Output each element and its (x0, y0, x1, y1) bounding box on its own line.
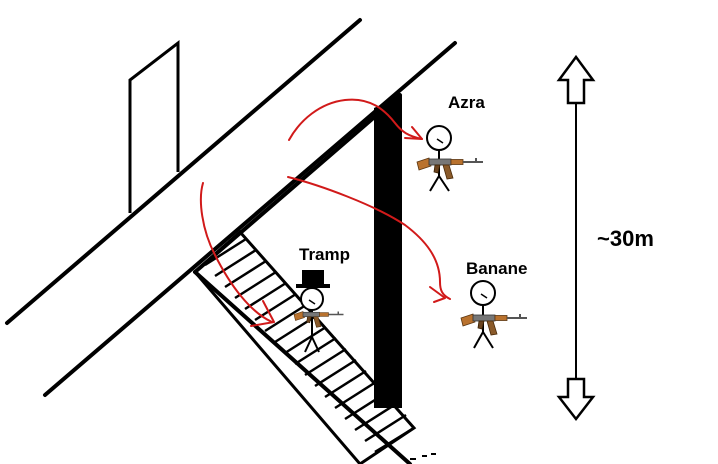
rifle-icon (416, 157, 484, 180)
door (128, 39, 180, 213)
arrow-to-azra (288, 98, 423, 141)
pillar-wall (374, 95, 402, 408)
label-azra: Azra (448, 93, 485, 112)
movement-arrows (200, 98, 451, 327)
outer-wall-upper (5, 18, 362, 325)
character-tramp (293, 270, 344, 353)
label-tramp: Tramp (299, 245, 350, 264)
staircase (192, 229, 417, 464)
arrow-to-azra-head (404, 126, 423, 140)
double-headed-arrow-icon (556, 54, 596, 422)
floor-marks (410, 453, 436, 460)
outer-wall-lower (43, 41, 457, 397)
character-azra (416, 125, 484, 192)
distance-label: ~30m (597, 226, 654, 251)
arrow-to-banane (287, 176, 451, 300)
label-banane: Banane (466, 259, 527, 278)
top-hat-icon (296, 270, 330, 288)
arrow-to-banane-head (429, 286, 446, 303)
arrow-to-tramp (200, 182, 273, 323)
stair-outer-wall (193, 270, 412, 464)
character-banane (460, 280, 528, 349)
rifle-icon (460, 313, 528, 336)
arrow-to-tramp-head (250, 300, 275, 327)
